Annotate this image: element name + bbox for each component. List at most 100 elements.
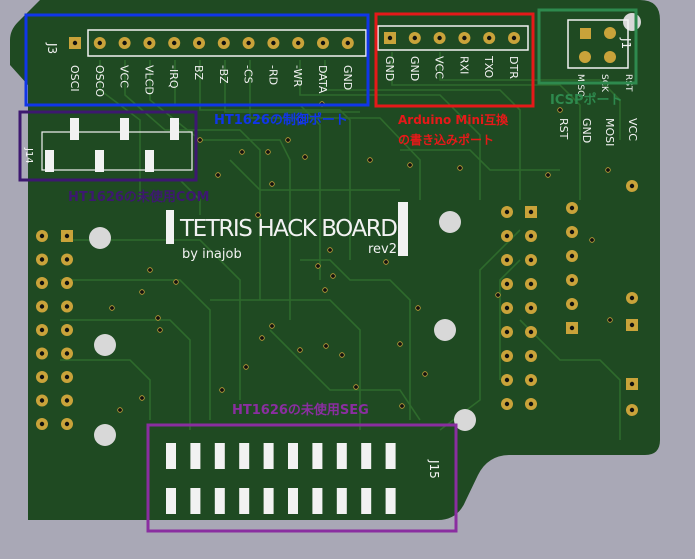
- pad-drill: [320, 40, 326, 46]
- icsp-box: [537, 8, 638, 85]
- mounting-hole: [89, 227, 111, 249]
- pad-drill: [122, 40, 127, 46]
- j14-pad: [170, 118, 179, 140]
- via: [322, 287, 328, 293]
- pad-drill: [64, 233, 70, 239]
- j15-pad: [288, 443, 298, 469]
- j3-pin-label: -RD: [266, 65, 279, 85]
- via: [147, 267, 153, 273]
- pad-drill: [39, 257, 45, 262]
- j14-pad: [120, 118, 129, 140]
- via: [117, 407, 123, 413]
- j15-pad: [239, 488, 250, 514]
- j14-com-pads: J14: [23, 118, 193, 172]
- pad-drill: [387, 35, 393, 41]
- via: [139, 395, 145, 401]
- via: [415, 305, 421, 311]
- arduino-mini-label-2: の書き込みポート: [398, 132, 494, 147]
- via: [269, 323, 275, 329]
- via: [367, 157, 373, 163]
- pad-drill: [437, 35, 442, 41]
- via: [422, 371, 428, 377]
- copper-trace: [60, 279, 211, 420]
- j15-pad: [166, 488, 176, 514]
- j3-pin-label: BZ: [192, 65, 205, 81]
- pad-drill: [39, 233, 45, 239]
- control-port-label: HT1626の制御ポート: [214, 112, 348, 128]
- pad-drill: [64, 257, 70, 262]
- j15-pad: [312, 443, 323, 469]
- j2-pin-label: GND: [383, 56, 396, 81]
- via: [265, 149, 271, 155]
- j15-pad: [166, 443, 176, 469]
- pad-drill: [64, 280, 70, 286]
- j15-pad: [190, 443, 201, 469]
- j3-pin-label: -BZ: [217, 65, 230, 84]
- copper-trace: [210, 299, 361, 430]
- pad-drill: [64, 398, 70, 403]
- j3-pin-label: DATA: [316, 65, 329, 94]
- j14-outline: [41, 131, 193, 171]
- title-bar-left: [166, 210, 174, 244]
- pad-drill: [64, 351, 70, 356]
- pad-drill: [271, 40, 276, 46]
- pad-drill: [511, 35, 517, 41]
- via: [327, 247, 333, 253]
- via: [285, 137, 291, 143]
- j14-ref: J14: [23, 147, 34, 164]
- via: [173, 279, 179, 285]
- copper-trace: [124, 60, 261, 300]
- copper-trace: [519, 319, 621, 440]
- copper-trace: [300, 259, 411, 420]
- j3-pin-label: -IRQ: [167, 65, 180, 89]
- pad-drill: [64, 304, 70, 309]
- pad-drill: [504, 377, 510, 383]
- j15-pad: [385, 488, 396, 514]
- j14-pad: [95, 150, 104, 172]
- j2-pin-label: DTR: [507, 56, 520, 79]
- j15-pad: [239, 443, 250, 469]
- via: [259, 335, 265, 341]
- via: [269, 181, 275, 187]
- copper-trace: [60, 359, 151, 420]
- unused-seg-label: HT1626の未使用SEG: [232, 402, 369, 418]
- copper-trace: [299, 60, 481, 200]
- copper-trace: [60, 239, 241, 400]
- pad-drill: [528, 353, 534, 359]
- pad-drill: [528, 401, 534, 407]
- via: [157, 327, 163, 333]
- j2-pin-label: VCC: [433, 56, 446, 79]
- via: [589, 237, 595, 243]
- copper-trace: [60, 319, 191, 430]
- j1-pin-label: GND: [580, 118, 593, 143]
- j1-ref: J1: [619, 37, 633, 49]
- copper-trace: [391, 52, 581, 200]
- pad-drill: [39, 304, 45, 309]
- j3-pin-label: OSCI: [68, 65, 81, 92]
- pad-drill: [412, 35, 417, 41]
- j1-pad: [604, 27, 616, 39]
- unused-seg-box: [146, 423, 458, 533]
- j15-ref: J15: [427, 459, 441, 479]
- j2-pin-label: GND: [408, 56, 421, 81]
- pad-drill: [504, 329, 510, 335]
- pad-drill: [97, 40, 103, 46]
- pad-drill: [569, 253, 575, 259]
- right-pin-columns: [501, 180, 638, 416]
- j3-outline: [87, 29, 367, 57]
- pad-drill: [528, 281, 534, 287]
- j15-pad: [288, 488, 298, 514]
- copper-trace: [499, 259, 521, 380]
- j1-pad: [604, 51, 616, 63]
- pad-drill: [569, 205, 575, 211]
- j1-pad: [580, 28, 591, 39]
- via: [255, 212, 261, 218]
- via: [495, 292, 501, 298]
- board-author: by inajob: [182, 247, 242, 262]
- j3-pin-label: OSCO: [93, 65, 106, 97]
- via: [297, 117, 303, 123]
- pad-drill: [528, 257, 534, 263]
- j14-pad: [70, 118, 79, 140]
